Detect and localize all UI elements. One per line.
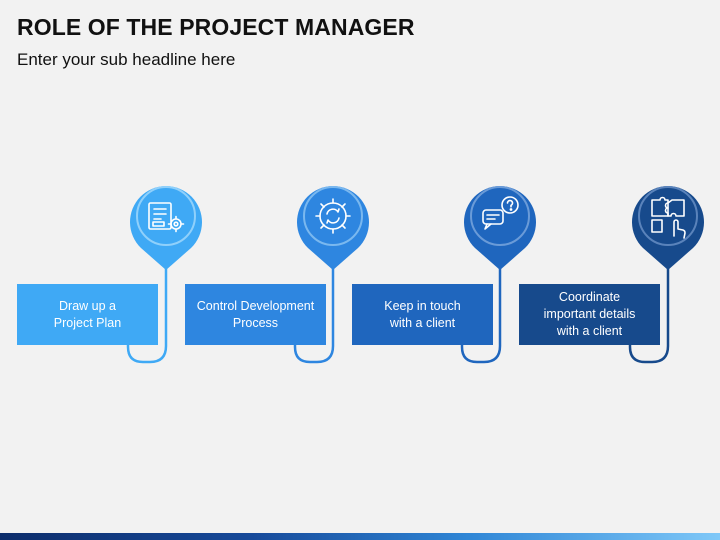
step-2-label: Control Development Process bbox=[196, 298, 315, 330]
step-2-box: Control Development Process bbox=[185, 284, 326, 345]
step-3-label: Keep in touch with a client bbox=[384, 298, 461, 330]
step-4-pin-ring bbox=[638, 186, 698, 246]
step-1-pin bbox=[130, 186, 202, 270]
step-2-connector bbox=[293, 258, 335, 364]
step-2-pin-ring bbox=[303, 186, 363, 246]
step-3 bbox=[460, 186, 537, 364]
step-4-connector bbox=[628, 258, 670, 364]
step-1 bbox=[126, 186, 202, 364]
step-4-label: Coordinate important details with a clie… bbox=[543, 290, 636, 338]
step-4-pin bbox=[631, 186, 704, 270]
puzzle-hand-icon bbox=[651, 196, 686, 239]
bottom-accent-bar bbox=[0, 533, 720, 540]
page-title: ROLE OF THE PROJECT MANAGER bbox=[17, 14, 415, 40]
step-3-connector bbox=[460, 258, 502, 364]
step-1-box: Draw up a Project Plan bbox=[17, 284, 158, 345]
step-2 bbox=[293, 186, 369, 364]
step-1-pin-ring bbox=[136, 186, 196, 246]
page-subtitle: Enter your sub headline here bbox=[17, 50, 236, 69]
step-1-label: Draw up a Project Plan bbox=[53, 298, 122, 330]
step-3-box: Keep in touch with a client bbox=[352, 284, 493, 345]
chat-question-icon bbox=[482, 196, 519, 230]
step-2-pin bbox=[297, 186, 369, 270]
step-3-pin bbox=[464, 186, 537, 270]
step-1-connector bbox=[126, 258, 168, 364]
project-plan-icon bbox=[148, 202, 185, 233]
gear-refresh-icon bbox=[315, 198, 351, 234]
step-4 bbox=[628, 186, 704, 364]
step-4-box: Coordinate important details with a clie… bbox=[519, 284, 660, 345]
step-3-pin-ring bbox=[470, 186, 530, 246]
